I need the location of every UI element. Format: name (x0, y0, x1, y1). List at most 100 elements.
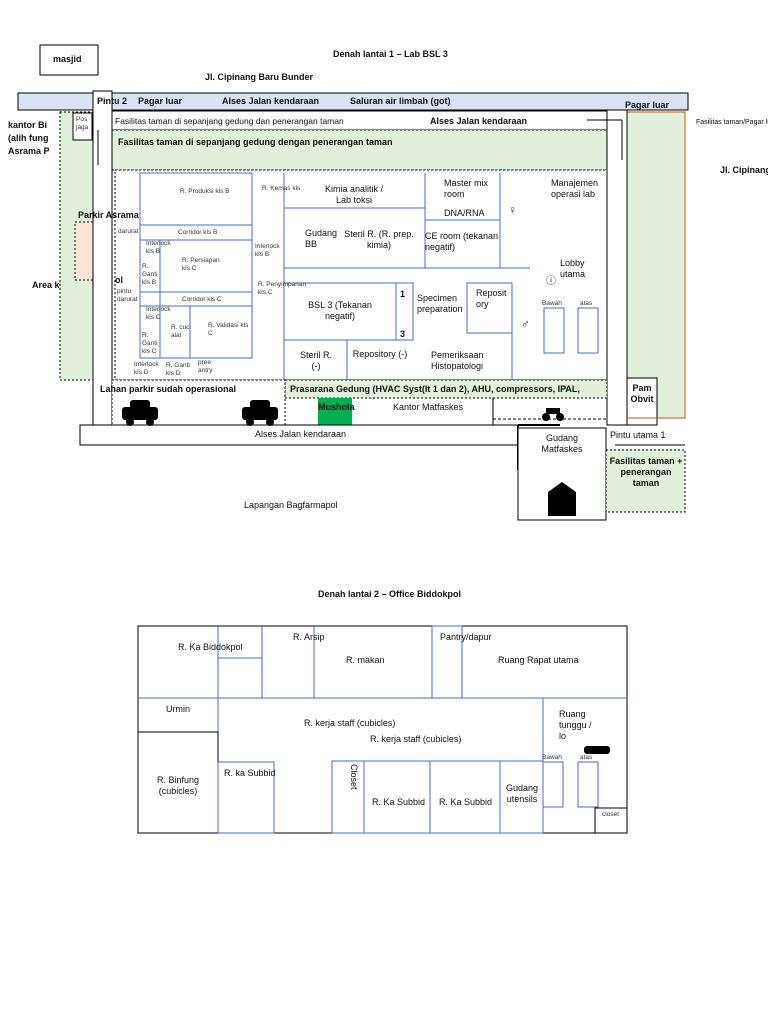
room-specimen: Specimen preparation (417, 293, 463, 314)
masjid-label: masjid (53, 54, 82, 64)
interlock-c: Interlock kls C (146, 306, 171, 321)
room-steril-prep: Steril R. (R. prep. kimia) (344, 229, 414, 250)
floor2-title: Denah lantai 2 – Office Biddokpol (318, 589, 462, 599)
left-label-2: (alih fung (8, 133, 49, 143)
lapangan-label: Lapangan Bagfarmapol (244, 500, 338, 510)
room-ka-subbid-1: R. ka Subbid (224, 768, 276, 778)
stairs-atas: atas (580, 300, 593, 307)
right-garden (626, 111, 686, 419)
male-icon: ♂ (521, 317, 530, 331)
prasarana-label: Prasarana Gedung (HVAC Syst(lt 1 dan 2),… (290, 384, 580, 394)
room-ganti-d: R. Ganti kls D (166, 362, 190, 377)
car-icon (122, 400, 158, 426)
room-arsip: R. Arsip (293, 632, 325, 642)
akses-top-label: Alses Jalan kendaraan (222, 96, 320, 106)
room-kerja-2: R. kerja staff (cubicles) (370, 734, 462, 744)
stairs-bawah: Bawah (542, 300, 562, 307)
masjid-box (39, 44, 99, 76)
room-dna-rna: DNA/RNA (444, 208, 485, 218)
room-ganti-b: R. Ganti kls B (142, 263, 158, 286)
right-overlap-label: Fasilitas taman/Pagar luar jalan (696, 119, 768, 126)
pagar-luar-right: Pagar luar (625, 100, 670, 110)
room-repository-r: Reposit ory (476, 288, 507, 309)
room-kerja-1: R. kerja staff (cubicles) (304, 718, 396, 728)
room-kemas: R. Kemas kls (262, 185, 301, 192)
room-repository-minus: Repository (-) (352, 349, 408, 359)
room-gudang-bb: Gudang BB (305, 228, 338, 249)
area-label-end: ol (115, 275, 123, 285)
room-master-mix: Master mix room (444, 178, 489, 199)
lahan-parkir-label: Lahan parkir sudah operasional (100, 384, 237, 394)
pos-jaga-box (72, 112, 93, 141)
room-manajemen: Manajemen operasi lab (551, 178, 599, 199)
stairs2-atas: atas (580, 754, 593, 761)
floor2-outline (137, 625, 628, 834)
kantor-matfaskes-label: Kantor Matfaskes (393, 402, 464, 412)
mushola-block (318, 398, 352, 425)
area-label: Area k (32, 280, 60, 290)
room-ka-subbid-3: R. Ka Subbid (439, 797, 493, 807)
pintu-utama-label: Pintu utama 1 (610, 430, 666, 440)
street-top: Jl. Cipinang Baru Bunder (205, 72, 314, 82)
room-pantry: Pantry/dapur (440, 632, 492, 642)
interlock-b2: Interlock kls B (255, 243, 280, 258)
motorbike-icon (542, 408, 564, 421)
room-tunggu: Ruang tunggu / lo (559, 709, 592, 741)
road-top (17, 92, 689, 111)
room-urmin: Urmin (166, 704, 190, 714)
fasilitas-bottom-label: Fasilitas taman + penerangan taman (609, 456, 683, 488)
left-label-1: kantor Bi (8, 120, 48, 130)
pam-obvit-box (626, 377, 658, 426)
room-validasi: R. Validasi kls C (208, 322, 249, 337)
room-produksi: R. Produksi kls B (180, 188, 230, 195)
prasarana-band (284, 379, 608, 399)
barn-icon (548, 482, 576, 516)
fasilitas-overlap: Fasilitas taman di sepanjang gedung dan … (115, 116, 344, 126)
room-rapat: Ruang Rapat utama (498, 655, 579, 665)
pagar-luar-left: Pagar luar (138, 96, 183, 106)
pintu-utama-lane (606, 109, 628, 426)
interlock-d: Interlock kls D (134, 361, 159, 376)
room-closet-vertical: Closet (349, 764, 359, 790)
pam-obvit-label: Pam Obvit (630, 383, 654, 404)
room-cuci: R. cuci alat (171, 324, 191, 339)
room-ka-subbid-2: R. Ka Subbid (372, 797, 426, 807)
fasilitas-band-label: Fasilitas taman di sepanjang gedung deng… (118, 137, 393, 147)
interlock-b1: Interlock kls B (146, 240, 171, 255)
room-kimia: Kimia analitik / Lab toksi (324, 184, 384, 205)
pintu2-lane (92, 90, 113, 426)
female-icon: ♀ (508, 203, 517, 217)
info-icon: ⓘ (546, 276, 556, 287)
room-lobby: Lobby utama (560, 258, 586, 279)
mushola-label: Mushola (318, 402, 355, 412)
room-binfung: R. Binfung (cubicles) (156, 775, 200, 796)
room-pree: pree antry (198, 359, 213, 374)
saluran-label: Saluran air limbah (got) (350, 96, 451, 106)
parkir-asrama-label: Parkir Asrama (78, 210, 139, 220)
parkir-asrama-box (74, 221, 94, 281)
room-ka-biddokpol: R. Ka Biddokpol (178, 642, 243, 652)
car-icon (242, 400, 278, 426)
room-makan: R. makan (346, 655, 385, 665)
room-closet: closet (602, 811, 619, 818)
room-num-3: 3 (400, 329, 406, 339)
sofa-icon (584, 746, 610, 754)
room-ganti-c: R. Ganti kls C (142, 332, 158, 355)
corridor-c: Corridor kls C (182, 296, 222, 303)
room-ce: CE room (tekanan negatif) (425, 231, 499, 252)
room-gudang-utensils: Gudang utensils (505, 783, 539, 804)
room-num-1: 1 (400, 289, 406, 299)
left-label-3: Asrama P (8, 146, 50, 156)
gudang-matfaskes-label: Gudang Matfaskes (541, 433, 583, 454)
room-penyimpanan: R. Penyimpanan kls C (258, 281, 307, 296)
akses-bottom-label: Alses Jalan kendaraan (255, 429, 347, 439)
pintu-darurat: pintu darurat (117, 288, 138, 303)
akses-inner-label: Alses Jalan kendaraan (430, 116, 528, 126)
fasilitas-bottom-box (605, 449, 686, 513)
building-outline (114, 169, 608, 381)
corridor-b: Corridor kls B (178, 229, 218, 236)
floor1-title: Denah lantai 1 – Lab BSL 3 (333, 49, 448, 59)
darurat-top: darurat (118, 228, 139, 235)
